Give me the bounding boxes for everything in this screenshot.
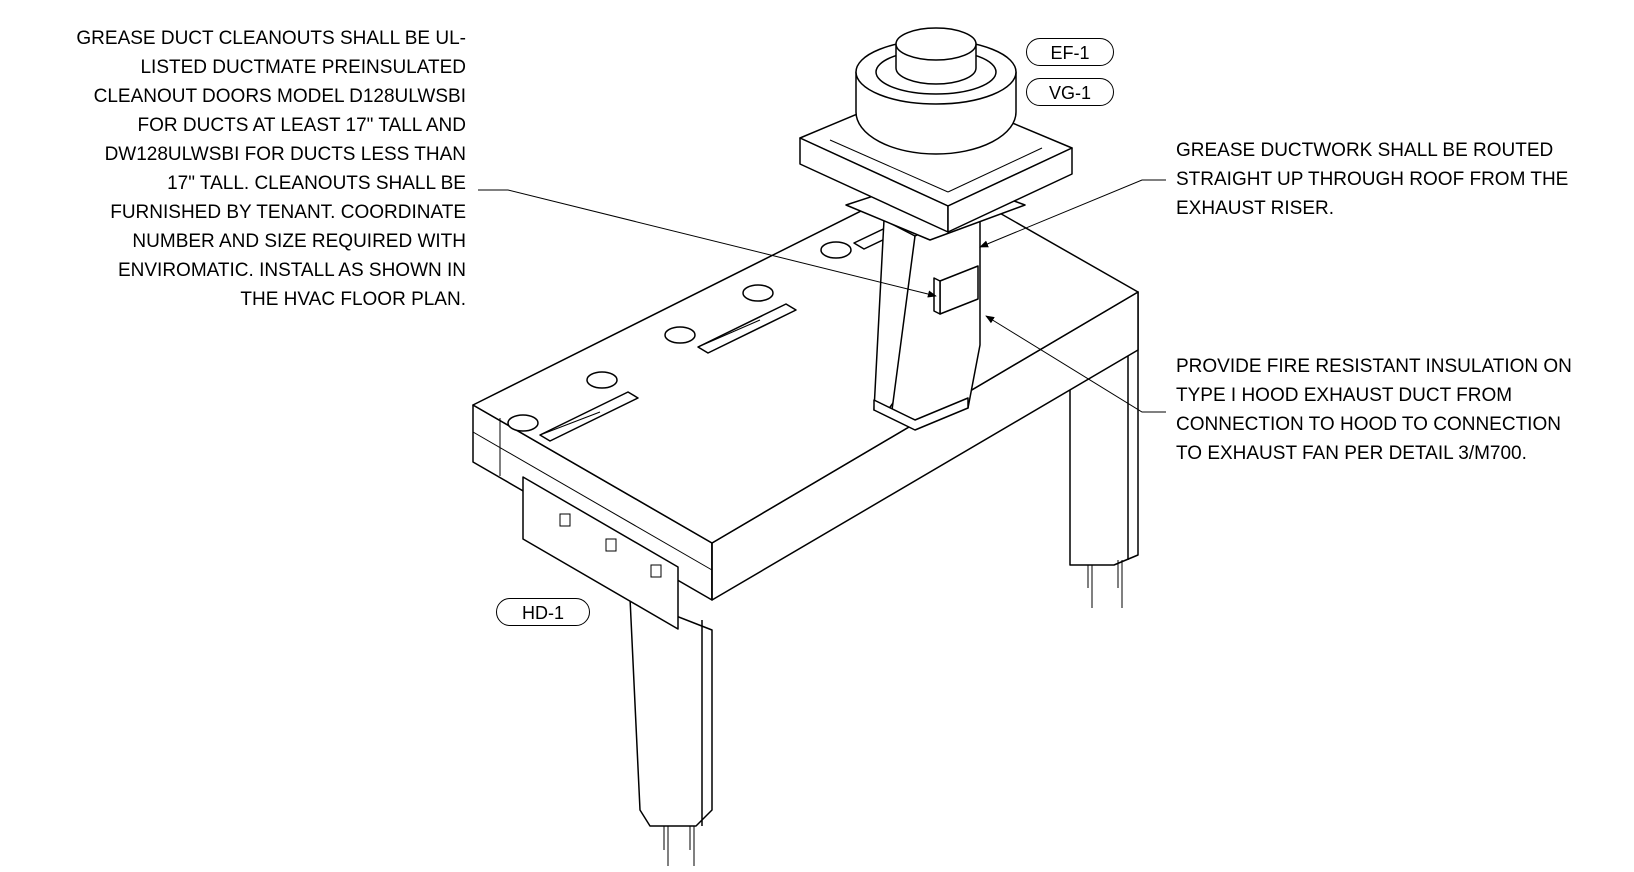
- note-line: THE HVAC FLOOR PLAN.: [240, 289, 466, 310]
- note-line: ENVIROMATIC. INSTALL AS SHOWN IN: [117, 260, 466, 281]
- note-fire-resistant-insulation: PROVIDE FIRE RESISTANT INSULATION ON TYP…: [1176, 352, 1572, 468]
- equipment-tag-vg1: VG-1: [1026, 78, 1114, 106]
- note-line: TO EXHAUST FAN PER DETAIL 3/M700.: [1176, 443, 1527, 464]
- note-line: GREASE DUCTWORK SHALL BE ROUTED: [1176, 140, 1554, 161]
- note-line: CONNECTION TO HOOD TO CONNECTION: [1176, 414, 1561, 435]
- note-line: TYPE I HOOD EXHAUST DUCT FROM: [1176, 385, 1513, 406]
- note-line: STRAIGHT UP THROUGH ROOF FROM THE: [1176, 169, 1569, 190]
- hood-leg-front: [629, 597, 713, 866]
- note-ductwork-routing: GREASE DUCTWORK SHALL BE ROUTED STRAIGHT…: [1176, 136, 1568, 223]
- note-line: 17" TALL. CLEANOUTS SHALL BE: [167, 173, 466, 194]
- equipment-tag-hd1: HD-1: [496, 598, 590, 626]
- note-line: NUMBER AND SIZE REQUIRED WITH: [132, 231, 466, 252]
- note-line: DW128ULWSBI FOR DUCTS LESS THAN: [104, 144, 466, 165]
- note-grease-duct-cleanouts: GREASE DUCT CLEANOUTS SHALL BE UL- LISTE…: [0, 24, 466, 314]
- equipment-tag-ef1: EF-1: [1026, 38, 1114, 66]
- note-line: CLEANOUT DOORS MODEL D128ULWSBI: [93, 86, 466, 107]
- note-line: FURNISHED BY TENANT. COORDINATE: [110, 202, 466, 223]
- note-line: GREASE DUCT CLEANOUTS SHALL BE UL-: [76, 28, 466, 49]
- exhaust-fan: [799, 27, 1073, 233]
- hood-box: [472, 174, 1139, 630]
- hood-filters: [507, 220, 911, 442]
- note-line: LISTED DUCTMATE PREINSULATED: [140, 57, 466, 78]
- leader-lines: [478, 179, 1166, 413]
- note-line: EXHAUST RISER.: [1176, 198, 1335, 219]
- note-line: PROVIDE FIRE RESISTANT INSULATION ON: [1176, 356, 1572, 377]
- note-line: FOR DUCTS AT LEAST 17" TALL AND: [137, 115, 466, 136]
